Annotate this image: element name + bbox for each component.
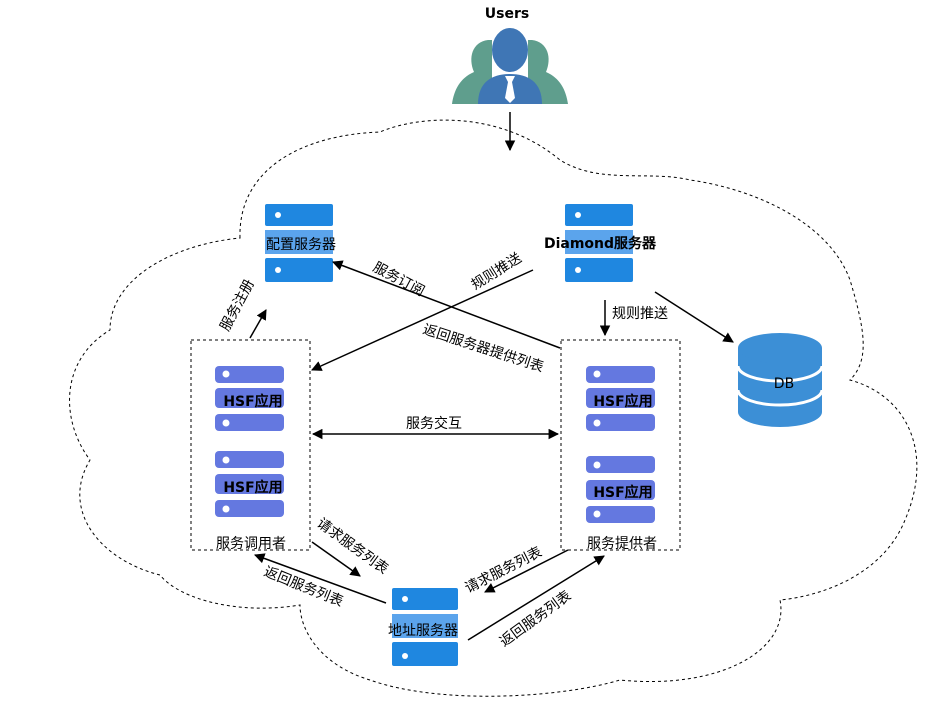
consumer-hsf-app-1-icon	[215, 366, 284, 431]
edge-label-rule-push-provider: 规则推送	[612, 306, 668, 322]
provider-hsf-app-2-label: HSF应用	[593, 484, 652, 501]
edge-label-return-provider-list: 返回服务器提供列表	[421, 322, 546, 376]
edge-label-register: 服务注册	[217, 277, 257, 334]
provider-title: 服务提供者	[587, 536, 657, 552]
provider-hsf-app-1-icon	[586, 366, 655, 431]
consumer-hsf-app-1-label: HSF应用	[223, 393, 282, 410]
edge-label-provider-request: 请求服务列表	[463, 544, 545, 596]
diamond-server-label: Diamond服务器	[544, 235, 657, 252]
db-icon	[736, 333, 824, 427]
config-server-icon	[265, 204, 333, 282]
provider-box	[560, 339, 681, 551]
config-server-label: 配置服务器	[266, 237, 336, 253]
provider-hsf-app-1-label: HSF应用	[593, 393, 652, 410]
address-server-icon	[392, 588, 458, 666]
provider-request-arrow	[484, 549, 569, 593]
edge-label-consumer-return: 返回服务列表	[262, 564, 346, 610]
consumer-title: 服务调用者	[216, 536, 286, 552]
rule-push-consumer-arrow	[311, 269, 534, 371]
edge-label-interaction: 服务交互	[406, 415, 462, 432]
provider-return-arrow	[467, 555, 605, 641]
subscribe-arrow	[332, 260, 561, 349]
provider-hsf-app-2-icon	[586, 456, 655, 523]
register-arrow	[249, 309, 267, 339]
db-label: DB	[774, 376, 794, 392]
address-server-label: 地址服务器	[388, 623, 458, 639]
diamond-server-icon	[565, 204, 633, 282]
consumer-return-arrow	[254, 553, 387, 604]
consumer-hsf-app-2-icon	[215, 451, 284, 517]
edge-label-consumer-request: 请求服务列表	[314, 515, 391, 577]
cloud-boundary	[69, 119, 918, 697]
consumer-hsf-app-2-label: HSF应用	[223, 479, 282, 496]
diamond-to-db-arrow	[654, 291, 734, 343]
users-icon	[452, 28, 568, 104]
consumer-request-arrow	[311, 541, 361, 577]
edge-label-provider-return: 返回服务列表	[497, 588, 574, 650]
consumer-box	[190, 339, 311, 551]
users-label: Users	[485, 6, 529, 22]
